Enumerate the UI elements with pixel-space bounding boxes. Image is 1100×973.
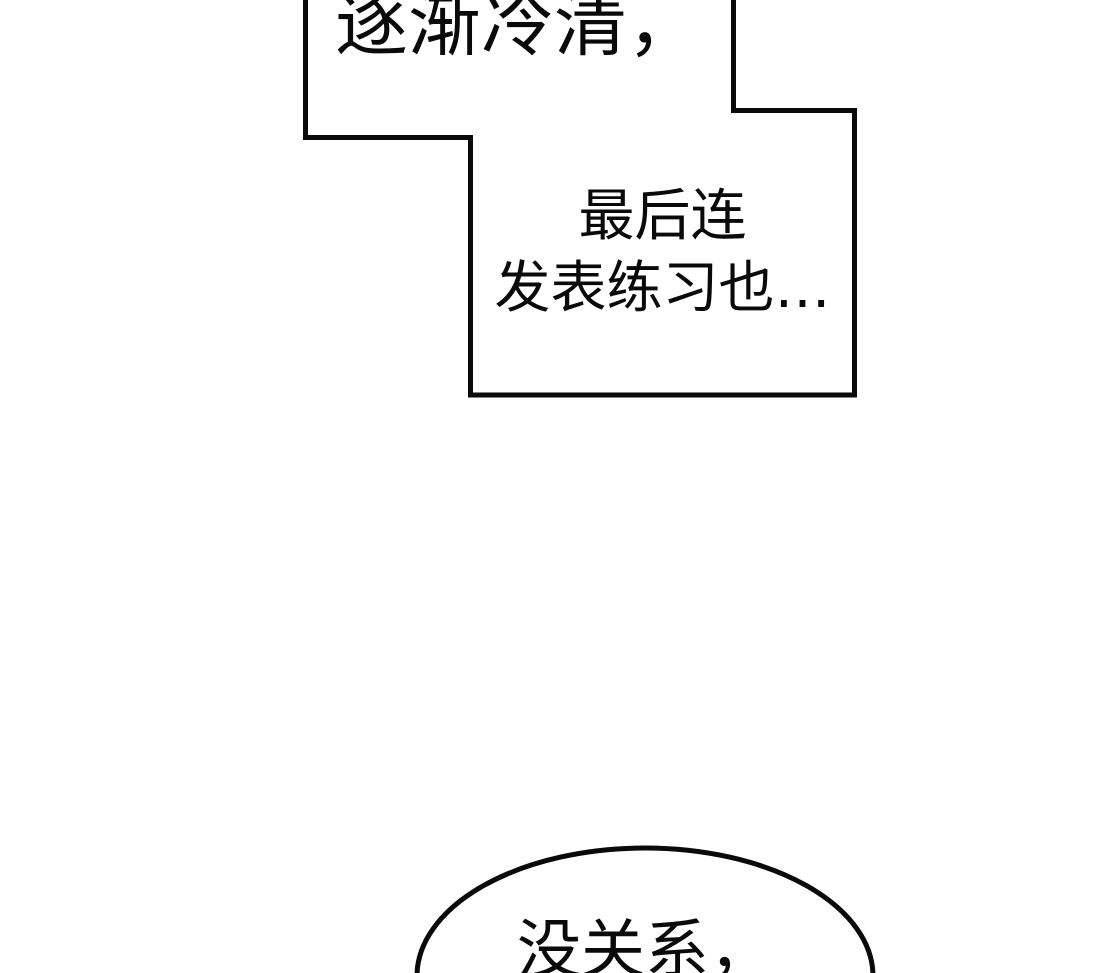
speech-text-middle-line1: 最后连 bbox=[578, 184, 747, 249]
speech-text-middle-line2: 发表练习也… bbox=[494, 256, 831, 321]
speech-text-middle: 最后连 发表练习也… bbox=[470, 113, 855, 393]
speech-text-top: 逐渐冷清， bbox=[335, 0, 700, 67]
speech-bubble-rect-outline bbox=[303, 0, 857, 398]
speech-text-bottom: 没关系， bbox=[517, 914, 773, 973]
speech-bubble-ellipse-outline bbox=[414, 845, 876, 973]
